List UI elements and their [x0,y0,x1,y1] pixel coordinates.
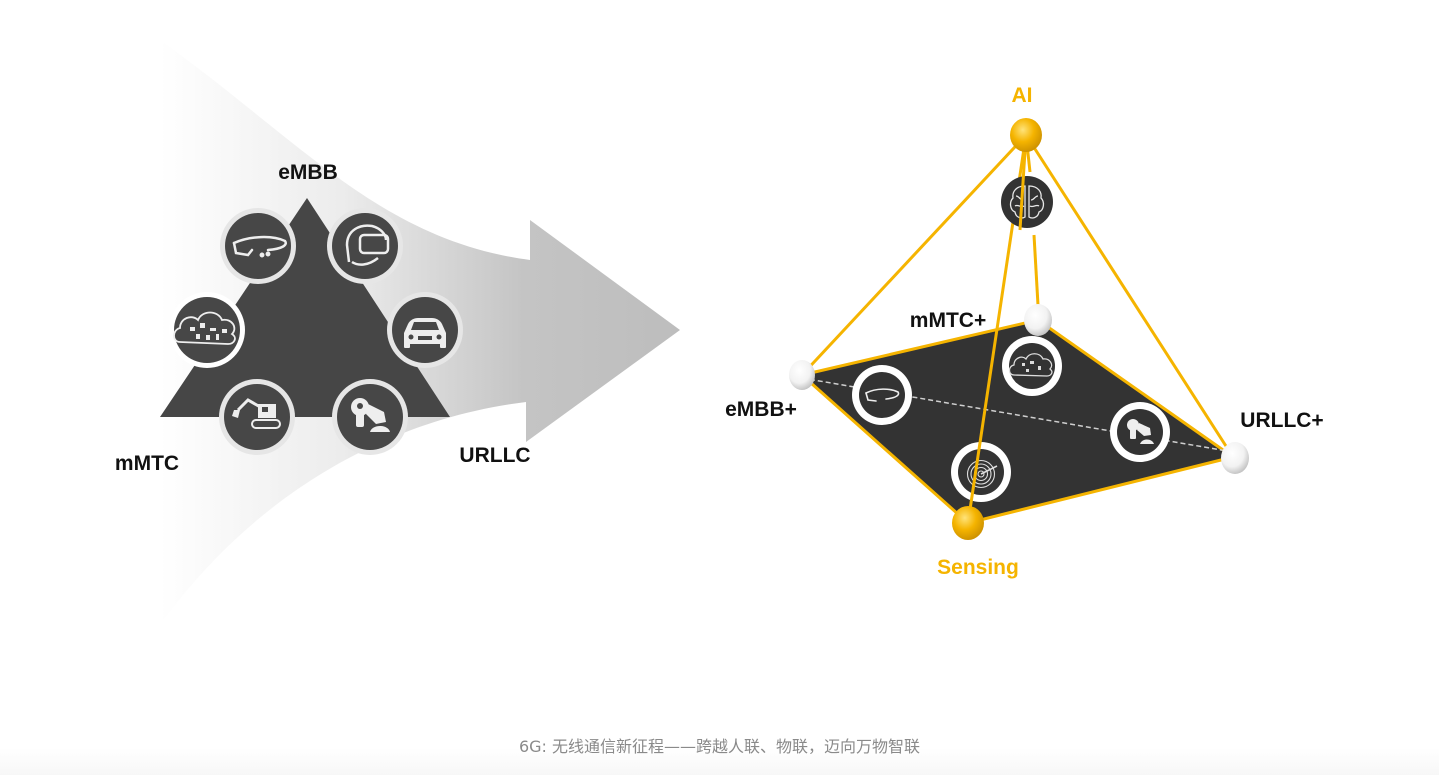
excavator-icon [232,398,281,429]
iot-cloud-icon [173,311,236,345]
icon-circle-excavator [219,379,295,455]
label-mmtc: mMTC [115,452,179,475]
edge-ai-urllc [1024,134,1235,458]
label-embb: eMBB [278,161,338,184]
edge-ai-mmtc-lower [1032,234,1040,306]
node-urllc-plus [1221,442,1249,474]
figure-caption: 6G: 无线通信新征程——跨越人联、物联，迈向万物智联 [518,737,921,756]
smart-glasses-icon [865,388,900,402]
iot-cloud-icon [1008,353,1053,377]
car-icon [404,318,446,348]
vr-headset-icon [345,224,390,266]
icon-circle-robot [332,379,408,455]
smart-glasses-icon [232,235,287,258]
label-mmtc-plus: mMTC+ [910,309,986,332]
icon-circle-vr [327,208,403,284]
icon-circle-cloud [169,292,245,368]
label-urllc: URLLC [459,444,530,467]
edge-ai-embb [800,133,1028,377]
base-icon-robot [1110,402,1170,462]
medical-robot-icon [351,398,390,432]
base-icon-glasses [852,365,912,425]
node-sensing [952,506,984,540]
label-urllc-plus: URLLC+ [1240,409,1323,432]
node-mmtc-plus [1024,304,1052,336]
5g-triangle [160,198,450,417]
label-ai: AI [1012,84,1033,107]
label-embb-plus: eMBB+ [725,398,797,421]
medical-robot-icon [1127,419,1154,444]
icon-circle-glasses [220,208,296,284]
node-embb-plus [789,360,815,390]
base-icon-cloud [1002,336,1062,396]
label-sensing: Sensing [937,556,1019,579]
base-icon-radar [951,442,1011,502]
icon-circle-car [387,292,463,368]
node-ai [1010,118,1042,152]
